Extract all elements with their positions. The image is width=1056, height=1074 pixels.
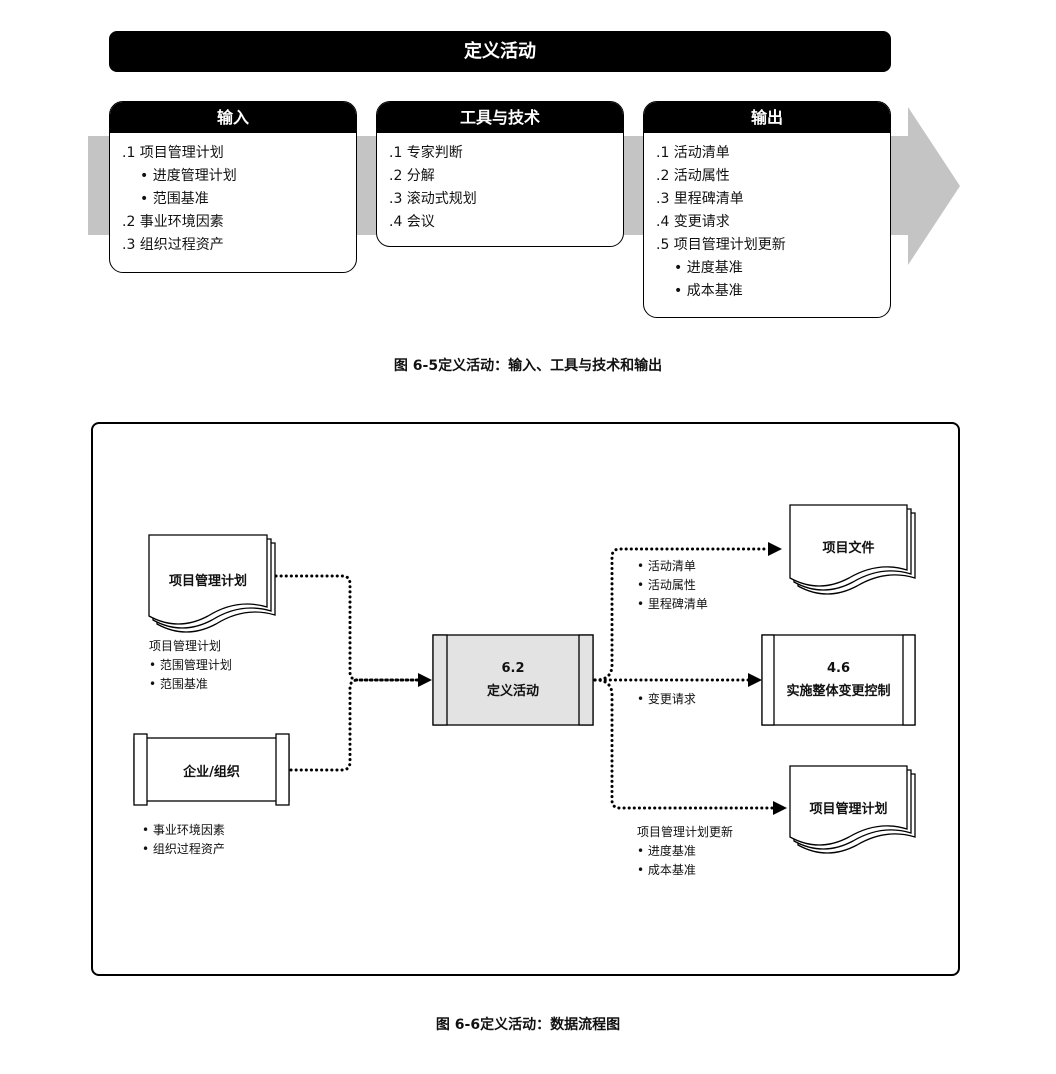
outputs-panel: 输出 .1 活动清单 .2 活动属性 .3 里程碑清单 .4 变更请求 .5 项… [643,101,891,318]
project-documents-title: 项目文件 [822,541,875,556]
outputs-header: 输出 [644,102,890,133]
project-documents-label-line: • 活动属性 [637,578,696,592]
outputs-item: .4 变更请求 [656,214,730,230]
data-flow-diagram [133,504,916,854]
arrow-heads [418,542,787,815]
pm-plan-label-line: • 范围基准 [149,677,208,691]
process-name: 定义活动 [486,684,539,699]
inputs-item: • 范围基准 [140,191,209,207]
inputs-item: .2 事业环境因素 [122,214,224,230]
tools-list: .1 专家判断 .2 分解 .3 滚动式规划 .4 会议 [377,133,623,234]
project-documents-label-line: • 活动清单 [637,559,696,573]
arrow-head-process [418,673,432,687]
outputs-item: .1 活动清单 [656,145,730,161]
pm-plan-document-title: 项目管理计划 [168,574,247,589]
enterprise-title: 企业/组织 [183,765,240,780]
outputs-item: • 进度基准 [674,260,743,276]
enterprise-label: • 事业环境因素 • 组织过程资产 [142,821,225,859]
tools-item: .4 会议 [389,214,435,230]
change-control-name: 实施整体变更控制 [786,684,891,699]
inputs-header: 输入 [110,102,356,133]
arrow-head-docs [768,542,782,556]
inputs-list: .1 项目管理计划 • 进度管理计划 • 范围基准 .2 事业环境因素 .3 组… [110,133,356,257]
outputs-item: • 成本基准 [674,283,743,299]
process-box [432,634,594,726]
pm-plan-label-line: 项目管理计划 [149,639,222,653]
inputs-item: • 进度管理计划 [140,168,237,184]
enterprise-label-line: • 组织过程资产 [142,842,225,856]
process-number: 6.2 [501,661,525,676]
enterprise-scroll-icon [133,733,290,806]
tools-item: .2 分解 [389,168,435,184]
figure-6-5-caption: 图 6-5定义活动：输入、工具与技术和输出 [393,358,663,374]
connector-pm-plan-to-process [274,574,420,682]
pm-plan-update-label-line: • 成本基准 [637,863,696,877]
pm-plan-label-line: • 范围管理计划 [149,658,232,672]
pm-plan-output-icon [789,765,916,854]
data-flow-frame [91,422,960,976]
inputs-item: .1 项目管理计划 [122,145,224,161]
arrow-head-plan [773,801,787,815]
tools-header: 工具与技术 [377,102,623,133]
connector-enterprise-to-process [289,678,420,772]
inputs-panel: 输入 .1 项目管理计划 • 进度管理计划 • 范围基准 .2 事业环境因素 .… [109,101,357,273]
process-title-banner: 定义活动 [109,31,891,72]
tools-panel: 工具与技术 .1 专家判断 .2 分解 .3 滚动式规划 .4 会议 [376,101,624,247]
pm-plan-update-label: 项目管理计划更新 • 进度基准 • 成本基准 [637,823,733,880]
outputs-item: .3 里程碑清单 [656,191,744,207]
change-request-label: • 变更请求 [637,692,696,706]
pm-plan-label: 项目管理计划 • 范围管理计划 • 范围基准 [149,637,232,694]
tools-item: .1 专家判断 [389,145,463,161]
project-documents-label: • 活动清单 • 活动属性 • 里程碑清单 [637,557,708,614]
dotted-connectors [274,547,775,810]
project-documents-label-line: • 里程碑清单 [637,597,708,611]
change-control-box [761,634,916,726]
connector-process-to-plan [593,678,775,810]
pm-plan-document-icon [148,534,276,633]
outputs-list: .1 活动清单 .2 活动属性 .3 里程碑清单 .4 变更请求 .5 项目管理… [644,133,890,303]
enterprise-label-line: • 事业环境因素 [142,823,225,837]
change-control-number: 4.6 [826,661,851,676]
tools-item: .3 滚动式规划 [389,191,477,207]
connector-process-to-docs [593,547,770,682]
outputs-item: .2 活动属性 [656,168,730,184]
pm-plan-update-label-line: 项目管理计划更新 [637,825,734,839]
inputs-item: .3 组织过程资产 [122,237,224,253]
project-documents-icon [789,504,916,595]
pm-plan-update-label-line: • 进度基准 [637,844,696,858]
figure-6-6-caption: 图 6-6定义活动：数据流程图 [435,1017,621,1033]
pm-plan-output-title: 项目管理计划 [809,802,888,817]
outputs-item: .5 项目管理计划更新 [656,237,786,253]
arrow-head-change [748,673,762,687]
